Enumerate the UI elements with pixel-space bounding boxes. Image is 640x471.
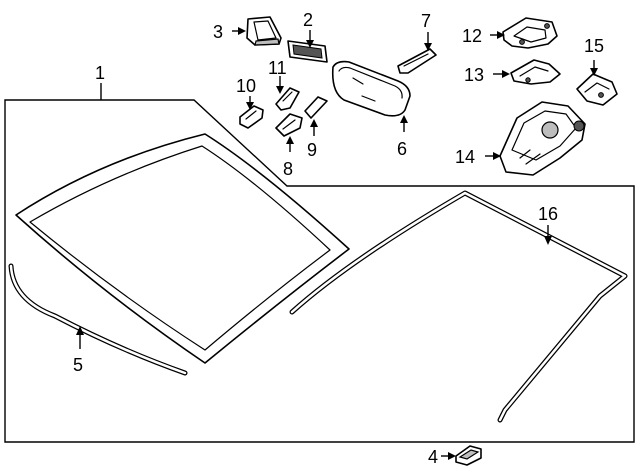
rearview-mirror-icon [331,60,411,117]
upper-molding-icon [289,190,628,423]
callout-16: 16 [538,204,558,224]
mirror-bracket-icon [246,16,282,46]
mirror-cover-icon [397,48,437,74]
callout-15: 15 [584,36,604,56]
clip-icon [239,105,264,129]
clip-icon-8 [275,113,303,137]
assembly-box [4,99,635,443]
callout-10: 10 [236,76,256,96]
callout-12: 12 [462,26,482,46]
windshield-glass-icon [15,133,350,364]
callout-14: 14 [455,147,475,167]
callout-7: 7 [421,11,431,31]
callout-3: 3 [213,22,223,42]
mirror-mount-pad-icon [287,40,328,63]
callout-9: 9 [307,140,317,160]
sensor-cover-icon [499,101,586,176]
callout-11: 11 [268,58,287,78]
callout-4: 4 [428,447,438,467]
lower-clip-icon [455,445,482,466]
retainer-icon [275,87,300,111]
callout-8: 8 [283,159,293,179]
sensor-bracket-icon [502,17,558,49]
sensor-mount-icon [576,73,618,106]
callout-5: 5 [73,355,83,375]
callout-13: 13 [464,65,484,85]
callout-1: 1 [95,63,105,83]
sensor-bracket-icon-13 [510,59,561,85]
callout-2: 2 [303,10,313,30]
bracket-icon [304,96,328,119]
callout-6: 6 [397,139,407,159]
